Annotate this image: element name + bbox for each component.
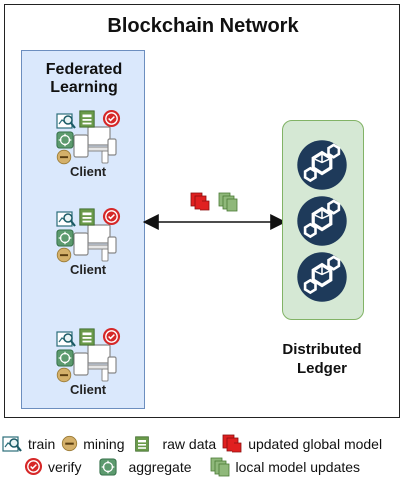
legend-mining-label: mining <box>83 436 125 452</box>
client-node-2: Client <box>52 207 122 287</box>
aggregate-icon <box>56 349 74 367</box>
federated-learning-title: Federated Learning <box>22 61 146 97</box>
legend-local-model-updates-label: local model updates <box>235 459 361 475</box>
legend-mining: mining <box>61 435 124 453</box>
distributed-ledger-title: Distributed Ledger <box>266 340 378 378</box>
raw-data-icon <box>79 328 95 346</box>
legend-verify: verify <box>24 457 81 477</box>
legend-aggregate: aggregate <box>99 457 192 477</box>
client-label-2: Client <box>70 262 107 277</box>
global-model-icon <box>190 192 210 211</box>
federated-learning-panel: Federated Learning Client Client <box>21 50 145 409</box>
raw-data-icon <box>79 208 95 226</box>
legend-row-1: train mining raw data updated global mod… <box>2 434 388 454</box>
ledger-title-line1: Distributed <box>282 341 362 358</box>
client-label-3: Client <box>70 382 107 397</box>
train-icon <box>56 112 76 130</box>
aggregate-icon <box>99 457 118 476</box>
mining-icon <box>56 149 72 165</box>
federated-title-line1: Federated <box>45 61 123 78</box>
legend-train: train <box>2 434 55 454</box>
devices-icon <box>73 126 117 164</box>
ledger-title-line2: Ledger <box>296 360 347 377</box>
block-icon <box>296 251 348 303</box>
block-icon <box>296 139 348 191</box>
verify-icon <box>24 457 43 476</box>
aggregate-icon <box>56 229 74 247</box>
client-node-3: Client <box>52 327 122 407</box>
block-icon <box>296 195 348 247</box>
devices-icon <box>73 224 117 262</box>
client-node-1: Client <box>52 109 122 189</box>
legend-updated-global-model: updated global model <box>222 434 382 454</box>
diagram-title: Blockchain Network <box>107 15 299 37</box>
global-model-icon <box>222 434 242 453</box>
federated-title-line2: Learning <box>50 79 118 96</box>
raw-data-icon <box>79 110 95 128</box>
train-icon <box>56 210 76 228</box>
train-icon <box>56 330 76 348</box>
client-label-1: Client <box>70 164 107 179</box>
distributed-ledger-panel <box>282 120 364 320</box>
legend-row-2: verify aggregate local model updates <box>24 457 366 477</box>
train-icon <box>2 435 22 453</box>
mining-icon <box>62 435 78 452</box>
verify-icon <box>102 207 121 226</box>
legend-verify-label: verify <box>48 459 82 475</box>
local-update-icon <box>218 192 238 212</box>
legend-train-label: train <box>28 436 56 452</box>
verify-icon <box>102 327 121 346</box>
devices-icon <box>73 344 117 382</box>
legend-updated-global-model-label: updated global model <box>248 436 383 452</box>
verify-icon <box>102 109 121 128</box>
raw-data-icon <box>135 436 150 452</box>
legend-aggregate-label: aggregate <box>128 459 192 475</box>
mining-icon <box>56 367 72 383</box>
exchange-arrow <box>142 192 287 230</box>
legend-local-model-updates: local model updates <box>210 457 361 477</box>
aggregate-icon <box>56 131 74 149</box>
local-update-icon <box>210 457 229 477</box>
mining-icon <box>56 247 72 263</box>
legend-raw-data-label: raw data <box>162 436 217 452</box>
legend-raw-data: raw data <box>134 435 216 453</box>
